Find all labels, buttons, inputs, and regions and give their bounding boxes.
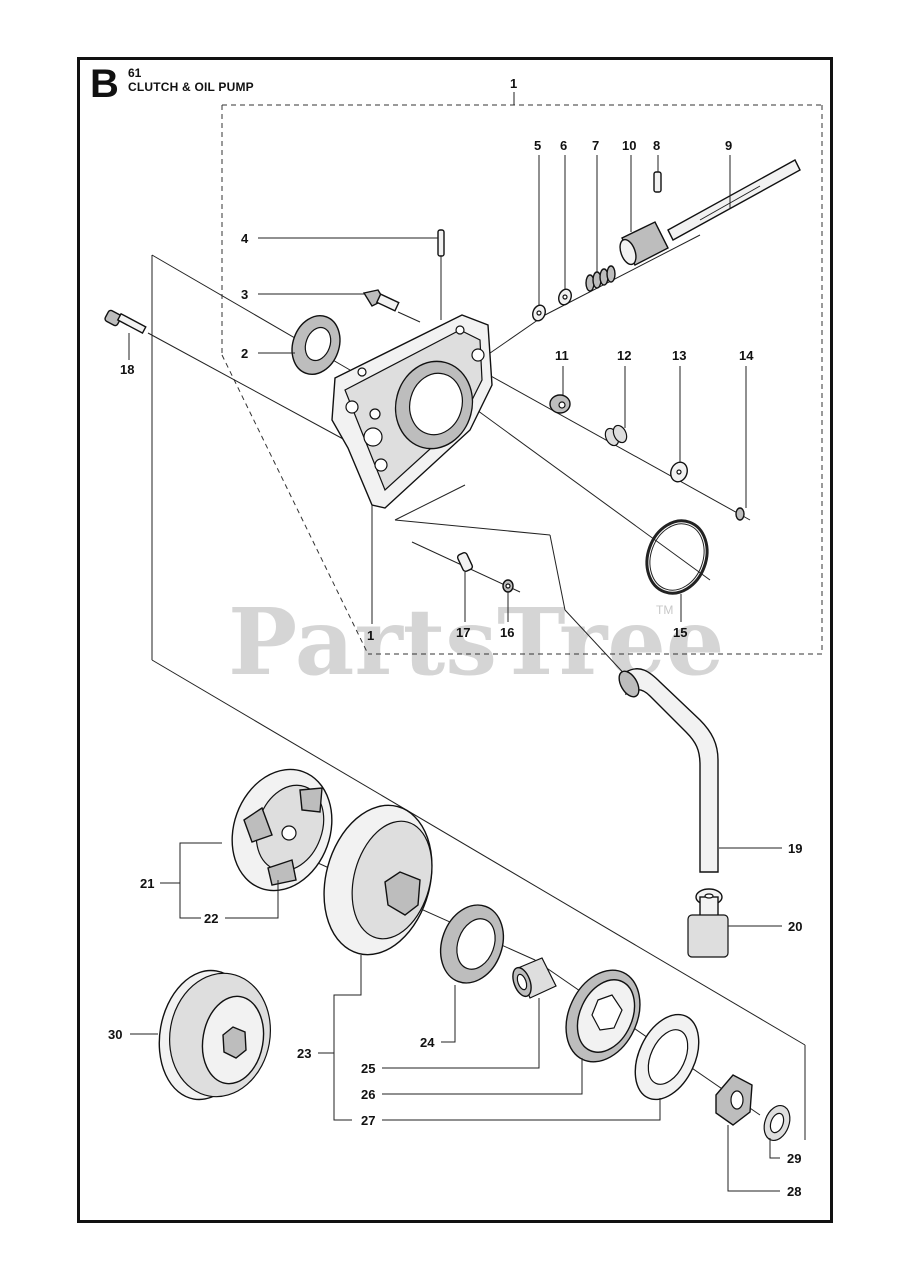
callout-16: 16 — [500, 625, 514, 640]
callout-6: 6 — [560, 138, 567, 153]
callout-24: 24 — [420, 1035, 435, 1050]
part-15-oring — [645, 519, 709, 595]
callout-9: 9 — [725, 138, 732, 153]
callout-20: 20 — [788, 919, 802, 934]
part-10-pump-gear — [619, 221, 669, 266]
callout-4: 4 — [241, 231, 249, 246]
callout-10: 10 — [622, 138, 636, 153]
page-number: 61 — [128, 66, 142, 80]
callout-13: 13 — [672, 348, 686, 363]
part-9-shaft — [667, 159, 801, 241]
part-19-oil-pipe — [618, 668, 719, 873]
part-5-washer — [532, 304, 546, 322]
callout-3: 3 — [241, 287, 248, 302]
callout-18: 18 — [120, 362, 134, 377]
callout-17: 17 — [456, 625, 470, 640]
section-letter: B — [90, 62, 119, 106]
callout-21: 21 — [140, 876, 154, 891]
part-26-plate — [565, 969, 641, 1063]
part-4-pin — [437, 229, 445, 320]
part-3-fitting — [362, 289, 421, 323]
callout-11: 11 — [555, 348, 569, 363]
part-12-spring — [604, 424, 628, 447]
callout-leaders — [128, 155, 782, 1192]
part-18-bolt — [104, 309, 147, 335]
callout-27: 27 — [361, 1113, 375, 1128]
part-8-pin — [653, 171, 662, 193]
callout-7: 7 — [592, 138, 599, 153]
callout-26: 26 — [361, 1087, 375, 1102]
part-14-circlip — [735, 507, 745, 521]
watermark-trademark: TM — [656, 603, 673, 617]
part-29-washer — [763, 1104, 791, 1142]
diagram-frame — [77, 57, 833, 1223]
part-17-pin — [456, 552, 474, 572]
part-7-spring — [585, 265, 616, 292]
callout-23: 23 — [297, 1046, 311, 1061]
part-13-washer — [670, 461, 688, 483]
part-24-rim-sprocket — [439, 904, 505, 984]
callout-30: 30 — [108, 1027, 122, 1042]
callout-28: 28 — [787, 1184, 801, 1199]
callout-12: 12 — [617, 348, 631, 363]
part-2-seal — [291, 315, 341, 375]
callout-22: 22 — [204, 911, 218, 926]
part-27-washer — [634, 1013, 700, 1101]
page-title: CLUTCH & OIL PUMP — [128, 80, 254, 94]
callout-2: 2 — [241, 346, 248, 361]
part-6-washer — [558, 288, 572, 306]
callout-15: 15 — [673, 625, 687, 640]
callout-1-top: 1 — [510, 76, 517, 91]
part-28-nut — [715, 1074, 753, 1126]
part-25-needle-bearing — [512, 957, 557, 999]
callout-19: 19 — [788, 841, 802, 856]
callout-1-bottom: 1 — [367, 628, 374, 643]
assembly-1-boundary — [221, 92, 823, 655]
callout-14: 14 — [739, 348, 754, 363]
callout-8: 8 — [653, 138, 660, 153]
callout-25: 25 — [361, 1061, 375, 1076]
part-11-cam — [549, 394, 571, 414]
part-21-clutch — [231, 768, 333, 892]
callout-labels: 1 4 3 2 18 5 6 7 10 8 9 11 12 13 14 15 1… — [108, 76, 802, 1199]
part-23-clutch-drum — [323, 804, 433, 956]
callout-5: 5 — [534, 138, 541, 153]
part-20-oil-filter — [687, 888, 729, 958]
callout-29: 29 — [787, 1151, 801, 1166]
part-16-washer — [502, 579, 514, 593]
part-30-clutch-drum-alt — [158, 969, 272, 1101]
part-1-pump-housing — [331, 314, 493, 509]
